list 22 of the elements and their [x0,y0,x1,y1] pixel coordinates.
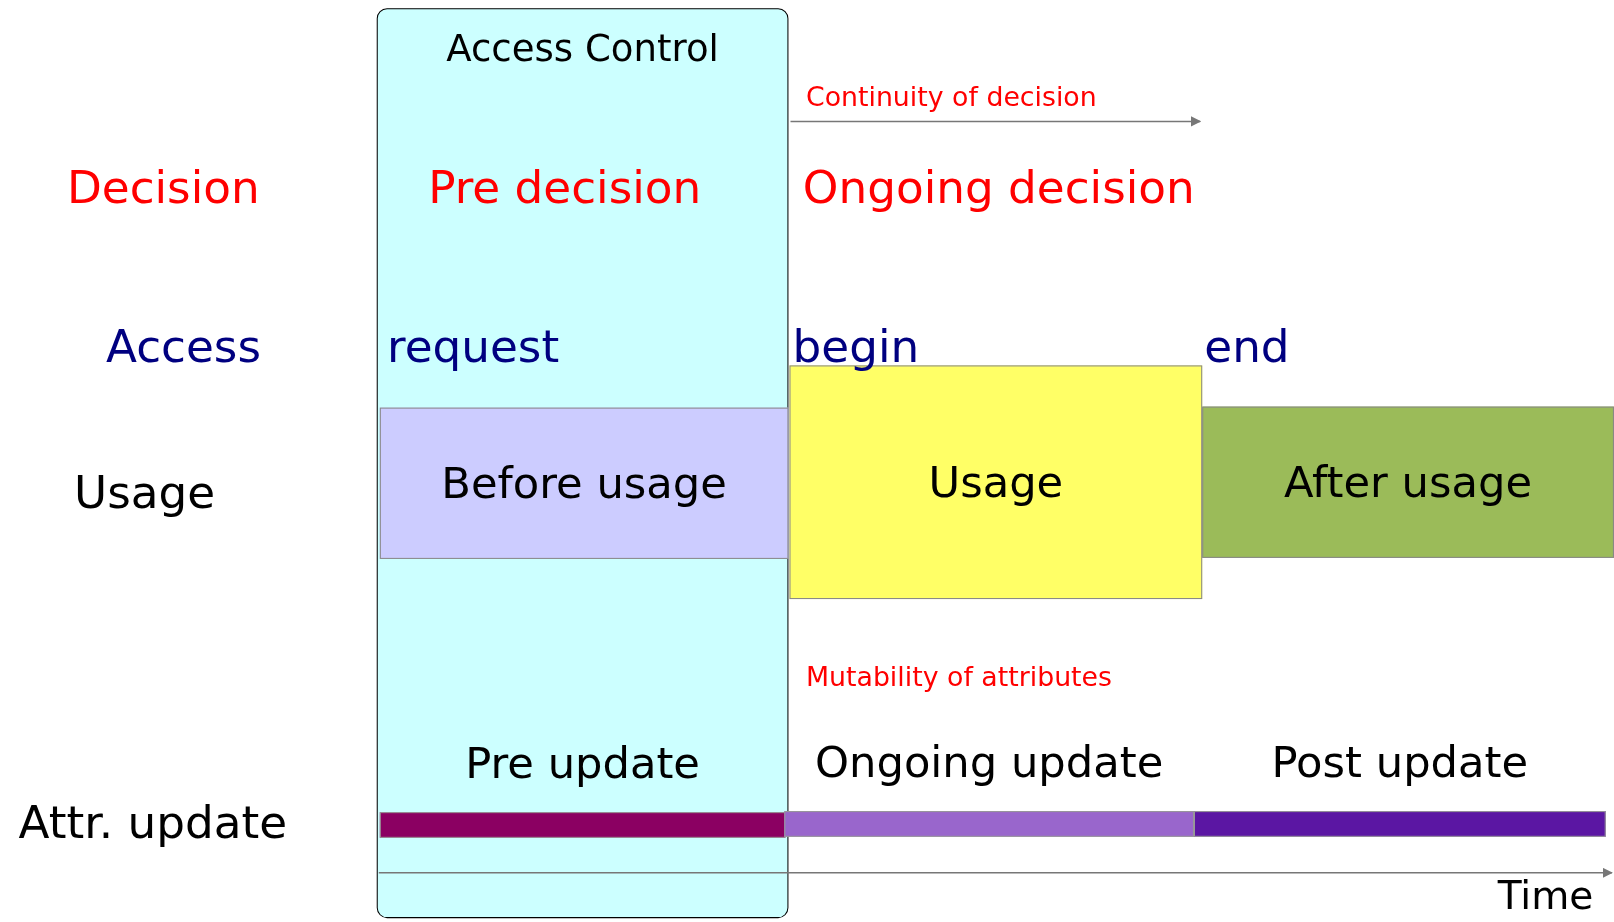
phase-label: After usage [1283,458,1534,506]
event-label: request [387,322,560,372]
axis-label: Time [1497,874,1594,918]
phase-label: Usage [927,458,1065,506]
phase-box [379,407,789,559]
row-label: Usage [74,468,216,519]
update-label: Ongoing update [814,739,1165,787]
access-control-panel [376,8,789,919]
phase-box [1202,406,1614,558]
annotation-text: Continuity of decision [805,82,1097,112]
panel-title: Access Control [445,27,720,69]
event-label: begin [792,322,920,372]
event-label: end [1204,322,1290,372]
update-label: Post update [1270,739,1530,787]
row-label: Access [106,322,262,372]
annotation-text: Mutability of attributes [805,661,1112,692]
phase-label: Before usage [440,459,728,508]
phase-label: Ongoing decision [802,162,1195,213]
row-label: Attr. update [18,797,288,848]
phase-label: Pre decision [428,162,702,213]
row-label: Decision [66,162,260,213]
update-label: Pre update [464,740,701,788]
